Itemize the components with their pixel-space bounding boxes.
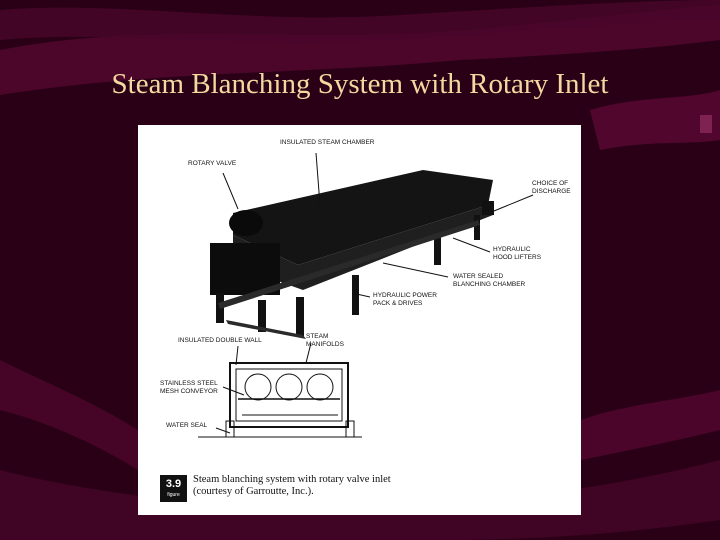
hydraulic-power-pack bbox=[210, 243, 280, 295]
blancher-illustration bbox=[198, 152, 534, 438]
steam-manifold bbox=[306, 373, 334, 401]
steam-chamber-top bbox=[233, 170, 493, 265]
frame-rail-lower bbox=[226, 320, 306, 339]
cross-section-inner-wall bbox=[235, 368, 343, 422]
leg bbox=[434, 235, 441, 265]
leg bbox=[352, 275, 359, 315]
callout-hydraulic-hood-lifters: HYDRAULIC HOOD LIFTERS bbox=[493, 246, 542, 261]
leg bbox=[296, 297, 304, 337]
background-swoosh-bottom bbox=[0, 460, 720, 540]
rotary-valve-drum bbox=[229, 210, 263, 236]
slide-title: Steam Blanching System with Rotary Inlet bbox=[111, 68, 609, 100]
callout-water-sealed-chamber: WATER SEALED BLANCHING CHAMBER bbox=[453, 273, 526, 288]
callout-steam-manifolds: STEAM MANIFOLDS bbox=[306, 333, 344, 348]
steam-manifold bbox=[275, 373, 303, 401]
callout-stainless-conveyor: STAINLESS STEEL MESH CONVEYOR bbox=[160, 380, 218, 395]
callout-insulated-steam-chamber: INSULATED STEAM CHAMBER bbox=[280, 139, 375, 146]
figure-number: 3.9 bbox=[165, 478, 182, 490]
figure-panel: INSULATED STEAM CHAMBER ROTARY VALVE CHO… bbox=[138, 125, 581, 515]
callout-rotary-valve: ROTARY VALVE bbox=[188, 160, 237, 167]
cross-section-outer-wall bbox=[229, 362, 349, 428]
steam-chamber-side bbox=[233, 205, 493, 290]
leg bbox=[258, 300, 266, 332]
side-square-ornament bbox=[700, 115, 712, 133]
discharge-outlet bbox=[482, 201, 494, 215]
callout-choice-of-discharge: CHOICE OF DISCHARGE bbox=[532, 180, 571, 195]
callout-insulated-double-wall: INSULATED DOUBLE WALL bbox=[178, 337, 262, 344]
steam-manifold bbox=[244, 373, 272, 401]
leg bbox=[474, 215, 480, 240]
frame-rail bbox=[218, 220, 480, 309]
background-swoosh-bottom-right bbox=[581, 390, 720, 460]
figure-word: figure bbox=[167, 492, 180, 498]
callout-hydraulic-power-pack: HYDRAULIC POWER PACK & DRIVES bbox=[373, 292, 437, 307]
callout-water-seal: WATER SEAL bbox=[166, 422, 208, 429]
background-swoosh-upper bbox=[0, 0, 720, 43]
background-swoosh-right bbox=[590, 90, 720, 150]
figure-number-badge: 3.9 figure bbox=[160, 475, 187, 502]
figure-caption: Steam blanching system with rotary valve… bbox=[193, 474, 391, 497]
background-swoosh-left bbox=[0, 360, 138, 470]
